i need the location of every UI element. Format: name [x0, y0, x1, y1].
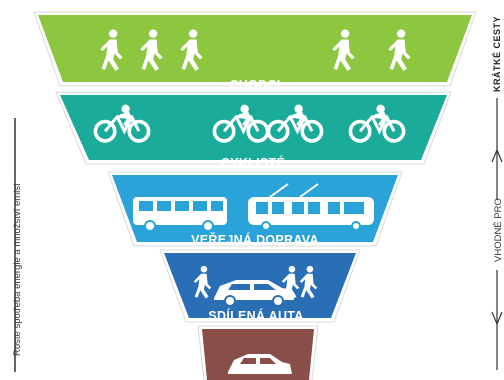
tier-label-shared-cars: SDÍLENÁ AUTA [208, 308, 303, 323]
tier-cyclists [60, 95, 447, 160]
right-axis-top-label: KRÁTKÉ CESTY [492, 16, 502, 92]
right-axis-arrow-up-icon [491, 148, 503, 163]
right-axis-bottom-label: VHODNÉ PRO [493, 198, 504, 262]
tier-label-cyclists: CYKLISTÉ [221, 155, 285, 170]
left-axis-label: Roste spotřeba energie a množství emisí [12, 183, 23, 356]
shared-car-icon [193, 265, 318, 307]
tier-label-pedestrians: CHODCI [229, 78, 280, 92]
car-icon [228, 354, 292, 374]
tier-label-public-transport: VEŘEJNÁ DOPRAVA [191, 232, 319, 247]
right-axis-arrow-down-icon [491, 311, 503, 326]
bus-tram-icon [133, 183, 374, 232]
